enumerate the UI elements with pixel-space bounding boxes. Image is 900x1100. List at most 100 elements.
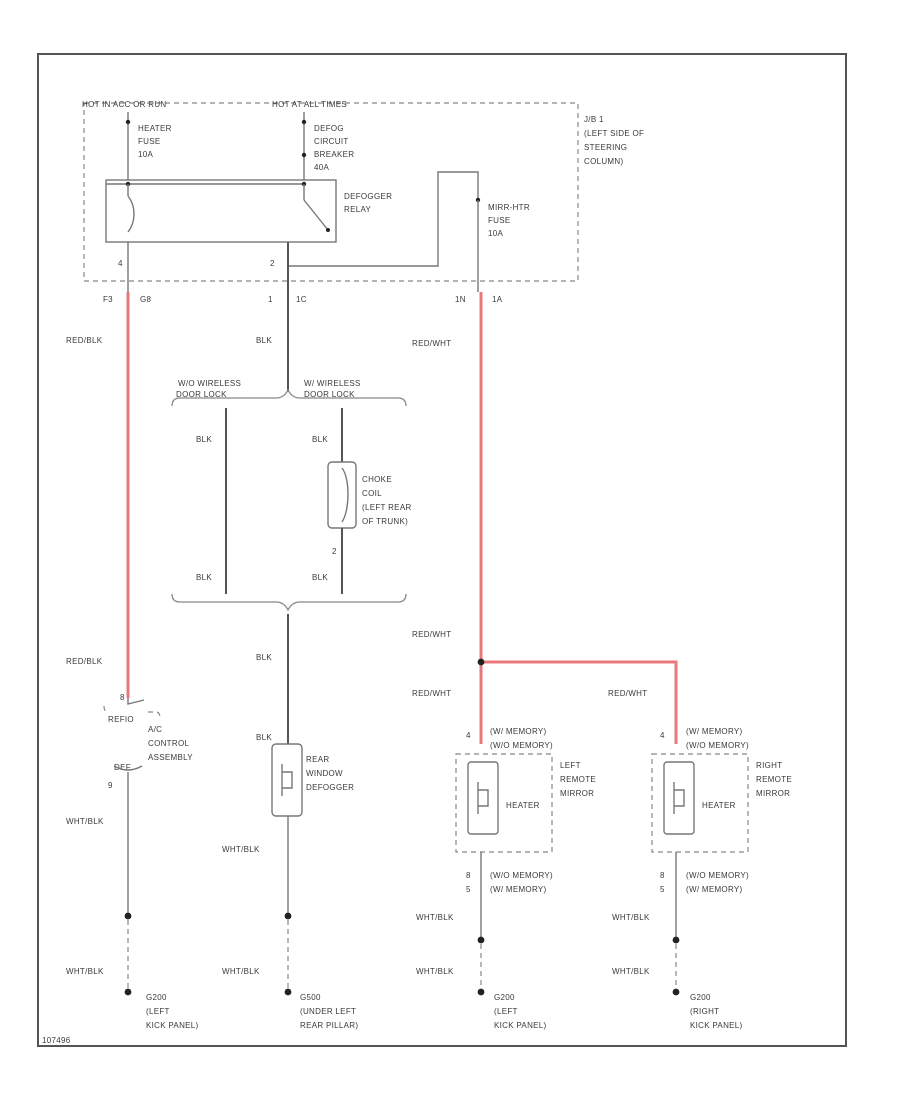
ground-3-loc-2: KICK PANEL) [494, 1021, 547, 1030]
heater-element-icon [281, 764, 293, 796]
blk-label-1: BLK [256, 336, 272, 345]
ac-pin-9: 9 [108, 781, 113, 790]
ground-splice-2 [284, 912, 292, 920]
top-brace [171, 388, 407, 407]
choke-coil-box [327, 461, 357, 529]
wht-blk-label-8: WHT/BLK [612, 967, 650, 976]
left-mirror-outline [455, 753, 553, 853]
rm-heater-label: HEATER [702, 801, 736, 810]
rear-defogger-box [271, 743, 303, 817]
rm-bottom-1: (W/O MEMORY) [686, 871, 749, 880]
defog-breaker-terminal [301, 119, 307, 125]
relay-switch-icon [303, 199, 329, 231]
pin-1: 1 [268, 295, 273, 304]
rm-top-2: (W/O MEMORY) [686, 741, 749, 750]
heater-fuse-label-3: 10A [138, 150, 153, 159]
hot-always-label: HOT AT ALL TIMES [272, 100, 347, 109]
lm-pin-4: 4 [466, 731, 471, 740]
lm-top-2: (W/O MEMORY) [490, 741, 553, 750]
left-mirror-heater-box [467, 761, 499, 835]
rm-pin-4: 4 [660, 731, 665, 740]
rm-pin-8: 8 [660, 871, 665, 880]
ground-splice-4 [672, 936, 680, 944]
lm-top-1: (W/ MEMORY) [490, 727, 547, 736]
pin-1c: 1C [296, 295, 307, 304]
jb-label-1: J/B 1 [584, 115, 604, 124]
footer-code: 107496 [42, 1036, 71, 1045]
relay-coil-icon [127, 195, 135, 233]
red-wht-label-3: RED/WHT [412, 689, 451, 698]
wht-blk-label-3: WHT/BLK [416, 913, 454, 922]
rm-label-1: RIGHT [756, 761, 782, 770]
ac-label-1: A/C [148, 725, 162, 734]
right-mirror-heater-box [663, 761, 695, 835]
wht-blk-label-6: WHT/BLK [222, 967, 260, 976]
rear-defog-label-3: DEFOGGER [306, 783, 354, 792]
lm-heater-label: HEATER [506, 801, 540, 810]
right-mirror-outline [651, 753, 749, 853]
ground-1-loc-1: (LEFT [146, 1007, 170, 1016]
ground-1-id: G200 [146, 993, 167, 1002]
defog-cb-label-1: DEFOG [314, 124, 344, 133]
choke-label-2: COIL [362, 489, 382, 498]
pin-2: 2 [270, 259, 275, 268]
pin-1a: 1A [492, 295, 503, 304]
ac-def-icon [113, 765, 143, 771]
rm-top-1: (W/ MEMORY) [686, 727, 743, 736]
defogger-relay-box [105, 179, 337, 243]
relay-contact-dot [326, 228, 330, 232]
ground-4-loc-1: (RIGHT [690, 1007, 719, 1016]
blk-label-2: BLK [196, 435, 212, 444]
wht-blk-label-4: WHT/BLK [612, 913, 650, 922]
wht-blk-label-7: WHT/BLK [416, 967, 454, 976]
jb-label-4: COLUMN) [584, 157, 623, 166]
blk-label-3: BLK [196, 573, 212, 582]
lm-label-3: MIRROR [560, 789, 594, 798]
ground-icon-4 [672, 988, 680, 996]
right-heater-element-icon [673, 782, 685, 814]
jb-label-2: (LEFT SIDE OF [584, 129, 644, 138]
pin-f3: F3 [103, 295, 113, 304]
blk-label-5: BLK [312, 573, 328, 582]
ground-2-loc-1: (UNDER LEFT [300, 1007, 356, 1016]
jb-label-3: STEERING [584, 143, 627, 152]
relay-label-2: RELAY [344, 205, 372, 214]
blk-label-7: BLK [256, 733, 272, 742]
ground-4-id: G200 [690, 993, 711, 1002]
ac-label-3: ASSEMBLY [148, 753, 193, 762]
ac-switch-icon [127, 698, 145, 705]
red-wht-label-4: RED/WHT [608, 689, 647, 698]
wht-blk-label-2: WHT/BLK [222, 845, 260, 854]
ground-2-loc-2: REAR PILLAR) [300, 1021, 358, 1030]
red-blk-label-1: RED/BLK [66, 336, 103, 345]
ground-icon-3 [477, 988, 485, 996]
rm-bottom-2: (W/ MEMORY) [686, 885, 743, 894]
splice-dot [477, 658, 485, 666]
ground-2-id: G500 [300, 993, 321, 1002]
defog-cb-label-4: 40A [314, 163, 329, 172]
ground-1-loc-2: KICK PANEL) [146, 1021, 199, 1030]
mirror-fuse-label-3: 10A [488, 229, 503, 238]
red-wht-right-branch [481, 660, 678, 744]
defog-cb-label-3: BREAKER [314, 150, 354, 159]
ac-pin-8: 8 [120, 693, 125, 702]
blk-label-4: BLK [312, 435, 328, 444]
rm-label-2: REMOTE [756, 775, 792, 784]
lm-label-2: REMOTE [560, 775, 596, 784]
ground-icon-2 [284, 988, 292, 996]
diagram-border [37, 53, 847, 1047]
ground-3-loc-1: (LEFT [494, 1007, 518, 1016]
ac-def-label: DEF [114, 763, 131, 772]
left-heater-element-icon [477, 782, 489, 814]
relay-label-1: DEFOGGER [344, 192, 392, 201]
mirror-fuse-label-2: FUSE [488, 216, 511, 225]
wht-blk-label-5: WHT/BLK [66, 967, 104, 976]
choke-pin-2: 2 [332, 547, 337, 556]
blk-label-6: BLK [256, 653, 272, 662]
bottom-brace [171, 593, 407, 612]
ground-3-id: G200 [494, 993, 515, 1002]
lm-pin-8: 8 [466, 871, 471, 880]
heater-fuse-label-1: HEATER [138, 124, 172, 133]
ac-label-2: CONTROL [148, 739, 189, 748]
